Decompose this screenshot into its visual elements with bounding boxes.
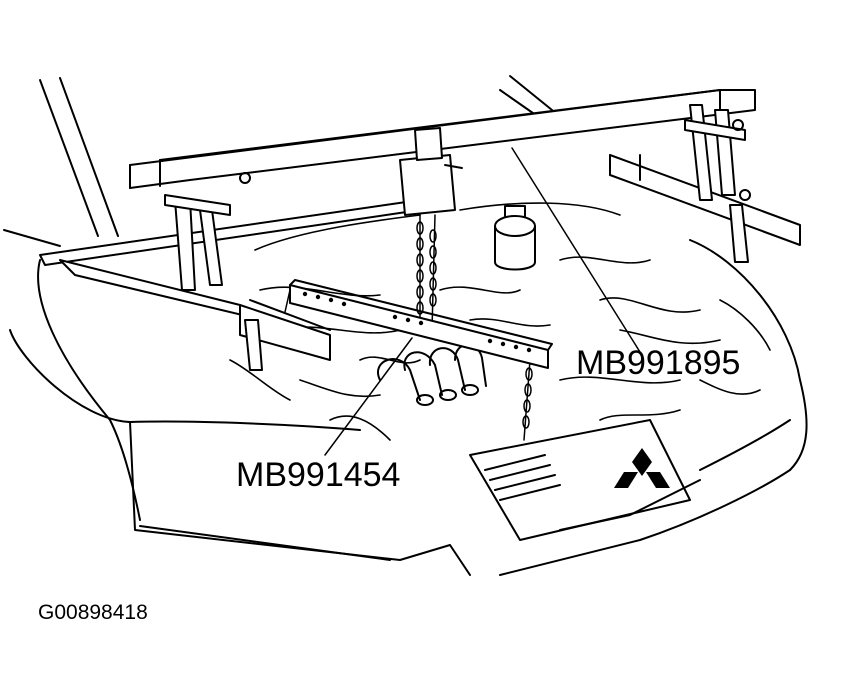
reservoir-canister bbox=[494, 205, 536, 271]
left-leg bbox=[164, 172, 263, 371]
hook-carrier bbox=[399, 127, 463, 216]
engine-bay bbox=[229, 202, 771, 441]
leader-lines bbox=[324, 147, 641, 456]
support-beam-main bbox=[39, 89, 756, 266]
leader-line-mb991895 bbox=[511, 147, 641, 353]
lifting-bar bbox=[289, 279, 553, 369]
front-grille bbox=[469, 419, 691, 541]
callout-mb991895: MB991895 bbox=[576, 344, 741, 382]
hood-outline bbox=[3, 75, 553, 247]
car-body bbox=[9, 239, 808, 576]
callout-mb991454: MB991454 bbox=[236, 456, 401, 494]
figure-id: G00898418 bbox=[38, 601, 148, 624]
right-leg bbox=[684, 104, 751, 263]
lifting-bar-holes bbox=[302, 291, 532, 353]
mitsubishi-emblem-icon bbox=[614, 448, 670, 488]
left-side-rail bbox=[59, 259, 331, 361]
leader-line-mb991454 bbox=[324, 337, 413, 456]
intake-manifold bbox=[377, 343, 487, 406]
